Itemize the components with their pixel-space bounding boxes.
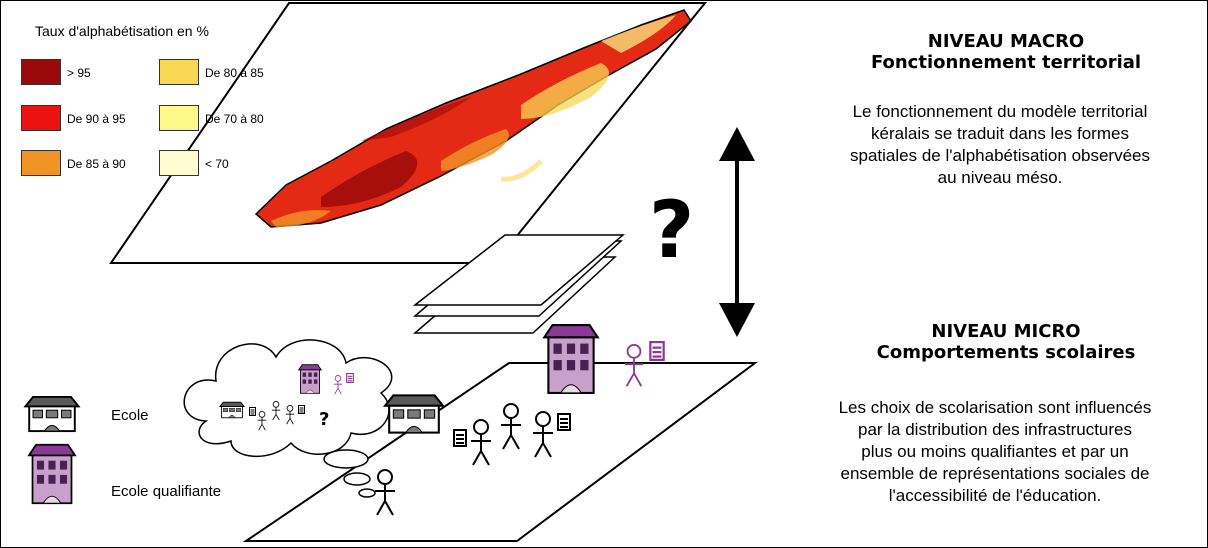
legend-label: > 95 xyxy=(67,66,91,80)
micro-heading-line1: NIVEAU MICRO xyxy=(931,321,1081,342)
micro-text-line: ensemble de représentations sociales de xyxy=(840,464,1150,483)
macro-text-line: Le fonctionnement du modèle territorial xyxy=(852,102,1148,121)
legend-swatch xyxy=(21,105,61,131)
legend-label: De 70 à 80 xyxy=(205,112,264,126)
literacy-map xyxy=(254,9,692,228)
legend-label: De 80 à 85 xyxy=(205,66,264,80)
legend-label: De 85 à 90 xyxy=(67,157,126,171)
legend-swatch xyxy=(159,105,199,131)
macro-text-line: au niveau méso. xyxy=(937,168,1063,187)
micro-text-line: par la distribution des infrastructures xyxy=(857,420,1133,439)
thought-question-mark: ? xyxy=(319,409,330,430)
thought-cloud xyxy=(183,339,393,498)
legend-swatch xyxy=(159,59,199,85)
double-arrow xyxy=(719,127,755,337)
macro-text-line: spatiales de l'alphabétisation observées xyxy=(850,146,1150,165)
macro-text-line: kéralais se traduit dans les formes xyxy=(871,124,1129,143)
macro-heading-line2: Fonctionnement territorial xyxy=(870,52,1142,73)
cloud-school-icon xyxy=(219,401,245,419)
legend-title: Taux d'alphabétisation en % xyxy=(35,23,209,39)
micro-text-line: l'accessibilité de l'éducation. xyxy=(888,486,1102,505)
micro-heading: NIVEAU MICRO Comportements scolaires xyxy=(821,321,1191,363)
intermediate-planes xyxy=(412,234,626,334)
macro-heading-line1: NIVEAU MACRO xyxy=(927,31,1085,52)
micro-text: Les choix de scolarisation sont influenc… xyxy=(783,397,1207,507)
legend-label: < 70 xyxy=(205,157,229,171)
macro-heading: NIVEAU MACRO Fonctionnement territorial xyxy=(821,31,1191,73)
key-school-icon xyxy=(24,395,80,433)
legend-swatch xyxy=(159,150,199,176)
legend-label: De 90 à 95 xyxy=(67,112,126,126)
micro-text-line: plus ou moins qualifiantes et par un xyxy=(861,442,1129,461)
question-mark: ? xyxy=(649,186,695,276)
school-icon xyxy=(384,394,444,434)
legend-swatch xyxy=(21,150,61,176)
micro-text-line: Les choix de scolarisation sont influenc… xyxy=(838,398,1152,417)
key-school-label: Ecole xyxy=(111,407,149,424)
key-qualifying-school-label: Ecole qualifiante xyxy=(111,483,222,500)
macro-text: Le fonctionnement du modèle territorial … xyxy=(791,101,1207,189)
key-qualifying-school-icon xyxy=(28,443,76,505)
cloud-qualifying-school-icon xyxy=(298,364,322,394)
micro-heading-line2: Comportements scolaires xyxy=(876,342,1136,363)
qualifying-school-icon xyxy=(543,323,599,395)
legend-swatch xyxy=(21,59,61,85)
